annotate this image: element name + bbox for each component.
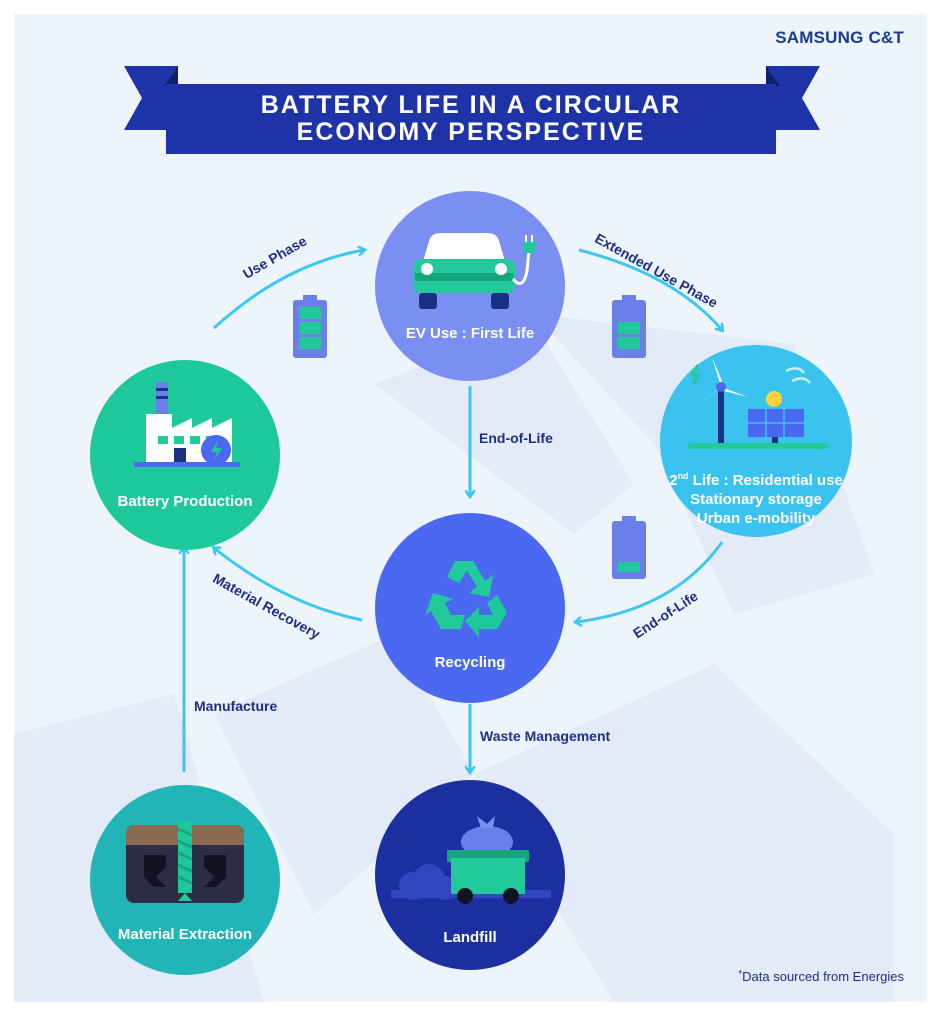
edge-label-manufacture: Manufacture	[194, 698, 278, 714]
ribbon-tails	[124, 66, 820, 130]
second-life-ordinal: 2	[669, 472, 678, 489]
node-label-recycling: Recycling	[434, 654, 506, 671]
node-battery-production: Battery Production	[90, 360, 280, 550]
dumpster-icon	[391, 816, 551, 904]
edge-label-end-of-life-center: End-of-Life	[479, 430, 553, 446]
battery-mid-icon	[612, 295, 646, 358]
factory-icon	[134, 382, 240, 467]
second-life-line-1: 2nd Life : Residential use	[660, 467, 852, 490]
node-label-battery-production: Battery Production	[117, 493, 253, 510]
node-recycling: Recycling	[375, 513, 565, 703]
arrow-extended-use	[578, 248, 722, 330]
title-line-1: BATTERY LIFE IN A CIRCULAR	[260, 91, 682, 119]
battery-full-icon	[293, 295, 327, 358]
node-material-extraction: Material Extraction	[90, 785, 280, 975]
wind-turbine-solar-icon	[688, 357, 828, 449]
node-second-life: 2nd Life : Residential use Stationary st…	[660, 345, 852, 537]
electric-car-icon	[413, 233, 535, 309]
second-life-line-1-rest: Life : Residential use	[688, 472, 843, 489]
second-life-line-3: Urban e-mobility	[696, 510, 816, 527]
node-label-landfill: Landfill	[443, 929, 497, 946]
arrows-layer	[14, 14, 926, 1002]
node-landfill: Landfill	[375, 780, 565, 970]
arrow-use-phase	[212, 250, 364, 330]
battery-low-icon	[612, 516, 646, 579]
title-ribbon: BATTERY LIFE IN A CIRCULAR ECONOMY PERSP…	[122, 64, 822, 159]
page-title: BATTERY LIFE IN A CIRCULAR ECONOMY PERSP…	[166, 84, 776, 154]
node-label-ev-use: EV Use : First Life	[405, 325, 535, 342]
node-label-material-extraction: Material Extraction	[117, 926, 253, 943]
edge-label-waste-management: Waste Management	[480, 728, 611, 744]
infographic-canvas: SAMSUNG C&T BATTERY LIFE IN A CIRCULAR E…	[14, 14, 926, 1002]
footnote-text: Data sourced from Energies	[742, 969, 904, 984]
arrow-end-of-life-right	[576, 541, 724, 622]
arrow-material-recovery	[214, 548, 363, 622]
footnote-star: *	[738, 969, 743, 980]
recycle-icon	[425, 561, 507, 637]
footnote: *Data sourced from Energies	[738, 969, 904, 984]
title-line-2: ECONOMY PERSPECTIVE	[296, 118, 646, 146]
second-life-ordinal-suffix: nd	[677, 471, 689, 481]
second-life-line-2: Stationary storage	[690, 491, 822, 508]
mining-drill-icon	[126, 821, 244, 903]
brand-logo: SAMSUNG C&T	[775, 28, 904, 47]
node-ev-use: EV Use : First Life	[375, 191, 565, 381]
node-label-second-life: 2nd Life : Residential use Stationary st…	[660, 467, 852, 528]
